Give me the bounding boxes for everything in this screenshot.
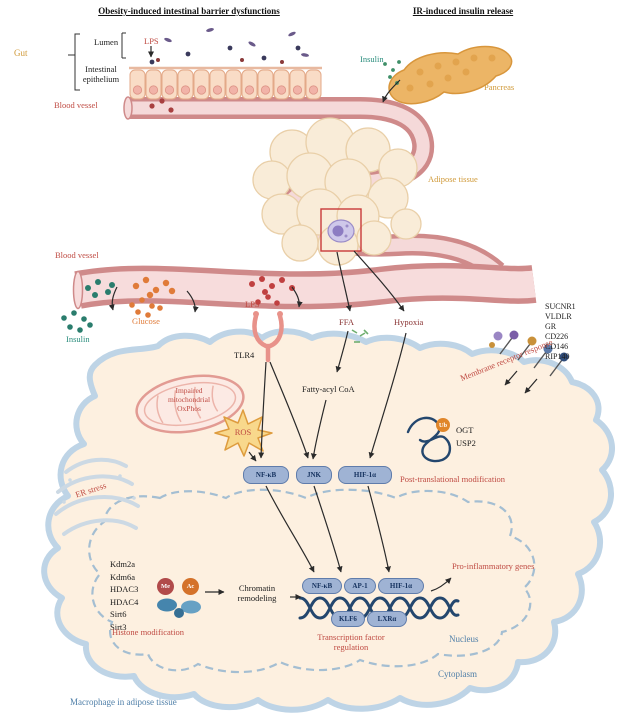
receptor-item: RIP140 [545, 352, 570, 361]
label-lumen: Lumen [94, 37, 119, 47]
label-ros: ROS [234, 427, 252, 437]
label-gut: Gut [14, 48, 28, 58]
intestinal-epithelium-illustration [129, 66, 322, 100]
tf-badge-hif1a: HIF-1α [378, 578, 424, 594]
label-insulin-mid: Insulin [66, 334, 90, 344]
header-right: IR-induced insulin release [412, 6, 514, 16]
glucose-dots [129, 276, 176, 318]
label-cytoplasm: Cytoplasm [438, 669, 478, 679]
ffa-sprinkles-icon [351, 329, 369, 343]
label-pro-inflammatory-genes: Pro-inflammatory genes [452, 561, 535, 571]
label-adipose-tissue: Adipose tissue [428, 174, 478, 184]
pancreas-illustration [388, 45, 513, 105]
er-ribosome-dots [62, 474, 136, 504]
label-histone-modification: Histone modification [112, 627, 185, 637]
mitochondria-icon [135, 374, 245, 434]
er-icon [54, 457, 140, 536]
enzyme-item: Kdm2a [110, 559, 136, 569]
membrane-receptor-list: SUCNR1 VLDLR GR CD226 CD146 RIP140 [545, 302, 635, 362]
receptor-item: VLDLR [545, 312, 572, 321]
histone-enzyme-list: Kdm2a Kdm6a HDAC3 HDAC4 Sirt6 Sirt3 [110, 558, 160, 633]
caption-macrophage: Macrophage in adipose tissue [70, 697, 177, 707]
label-pancreas: Pancreas [484, 82, 515, 92]
label-ptm: Post-translational modification [400, 474, 506, 484]
label-mitochondria: Impaired mitochondrial OxPhos [167, 386, 211, 413]
label-hypoxia: Hypoxia [394, 317, 424, 327]
label-glucose: Glucose [132, 316, 160, 326]
enzyme-item: HDAC3 [110, 584, 139, 594]
badge-jnk: JNK [296, 466, 332, 484]
nucleus-outline [88, 488, 536, 674]
label-intestinal-epithelium: Intestinal epithelium [82, 64, 120, 85]
tf-badge-nfkb: NF-κB [302, 578, 342, 594]
ros-star-icon [214, 409, 273, 457]
receptor-item: GR [545, 322, 557, 331]
label-chromatin-remodeling: Chromatin remodeling [237, 583, 277, 604]
tf-badge-klf6: KLF6 [331, 611, 365, 627]
label-usp2: USP2 [456, 438, 476, 448]
macrophage-highlight-box [320, 208, 362, 252]
lps-particles-icon [149, 28, 309, 65]
label-nucleus: Nucleus [449, 634, 479, 644]
label-ogt: OGT [456, 425, 474, 435]
membrane-receptor-pins [489, 330, 569, 377]
label-fatty-acyl-coa: Fatty-acyl CoA [302, 384, 355, 394]
receptor-item: CD146 [545, 342, 569, 351]
label-lps-top: LPS [144, 36, 159, 46]
tlr4-receptor-icon [252, 294, 284, 363]
insulin-dots [61, 279, 115, 333]
enzyme-item: Sirt6 [110, 609, 127, 619]
receptor-item: SUCNR1 [545, 302, 576, 311]
label-tlr4: TLR4 [234, 350, 255, 360]
gut-bracket [68, 32, 126, 91]
ac-chip: Ac [182, 578, 199, 595]
header-left: Obesity-induced intestinal barrier dysfu… [98, 6, 280, 16]
ub-chip: Ub [436, 418, 450, 432]
horizontal-blood-vessel [72, 262, 537, 310]
badge-hif1a: HIF-1α [338, 466, 392, 484]
enzyme-item: HDAC4 [110, 596, 139, 607]
label-tf-regulation: Transcription factor regulation [317, 632, 385, 653]
label-lps-mid: LPS [245, 299, 260, 309]
me-chip: Me [157, 578, 174, 595]
enzyme-item: Sirt3 [110, 621, 127, 632]
histone-icon [157, 598, 201, 618]
label-blood-vessel-top: Blood vessel [54, 100, 98, 110]
tf-badge-lxra: LXRα [367, 611, 407, 627]
enzyme-item: Kdm6a [110, 571, 136, 582]
badge-nfkb: NF-κB [243, 466, 289, 484]
label-insulin-top: Insulin [360, 54, 384, 64]
tf-badge-ap1: AP-1 [344, 578, 376, 594]
adipose-tissue-cluster [252, 117, 422, 266]
macrophage-cell-icon [327, 219, 355, 243]
signal-arrows [108, 46, 538, 600]
receptor-item: CD226 [545, 332, 569, 341]
label-blood-vessel-mid: Blood vessel [55, 250, 99, 260]
label-ffa: FFA [339, 317, 354, 327]
